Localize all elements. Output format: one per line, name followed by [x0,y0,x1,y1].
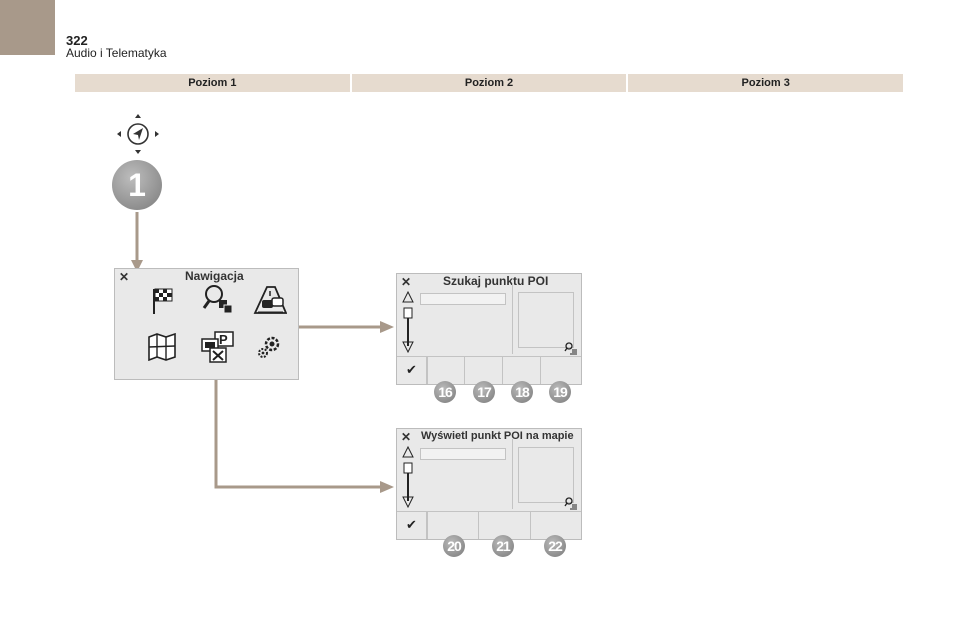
callout-badge: 20 [443,535,465,557]
soft-key-20[interactable] [427,511,479,539]
scroll-up-icon[interactable] [402,291,414,303]
check-icon: ✔ [406,517,417,532]
list-divider [512,439,513,509]
soft-key-16[interactable] [427,356,465,384]
map-preview [518,447,574,503]
level-header-bar: Poziom 1 Poziom 2 Poziom 3 [75,74,904,92]
map-preview [518,292,574,348]
section-title: Audio i Telematyka [66,46,167,60]
callout-badge: 22 [544,535,566,557]
ok-button[interactable]: ✔ [397,511,427,539]
search-input[interactable] [420,293,506,305]
poi-list-icon[interactable] [564,341,578,355]
soft-key-21[interactable] [479,511,531,539]
close-icon[interactable]: ✕ [119,270,130,284]
level-3-label: Poziom 3 [626,74,904,92]
page-number: 322 [66,33,88,48]
panel-title: Nawigacja [185,269,244,283]
traffic-icon[interactable] [253,285,287,315]
level-2-label: Poziom 2 [349,74,627,92]
settings-gears-icon[interactable] [257,335,283,359]
scroll-up-icon[interactable] [402,446,414,458]
map-icon[interactable] [147,333,177,361]
svg-text:P: P [219,332,228,347]
check-icon: ✔ [406,362,417,377]
callout-badge: 16 [434,381,456,403]
panel-title: Szukaj punktu POI [443,274,549,288]
soft-key-22[interactable] [531,511,581,539]
scroll-down-icon[interactable] [402,341,414,353]
navigation-menu-panel: ✕ Nawigacja [114,268,299,380]
scroll-down-icon[interactable] [402,496,414,508]
callout-badge: 18 [511,381,533,403]
close-icon[interactable]: ✕ [401,430,412,444]
callout-badge: 19 [549,381,571,403]
show-poi-on-map-panel: ✕ Wyświetl punkt POI na mapie ✔ [396,428,582,540]
callout-badge: 21 [492,535,514,557]
soft-key-18[interactable] [503,356,541,384]
poi-list-icon[interactable] [564,496,578,510]
search-poi-panel: ✕ Szukaj punktu POI ✔ [396,273,582,385]
step-badge: 1 [112,160,162,210]
soft-key-17[interactable] [465,356,503,384]
corner-tab [0,0,55,55]
soft-key-19[interactable] [541,356,581,384]
list-divider [512,284,513,354]
checkered-flag-icon[interactable] [151,287,175,315]
close-icon[interactable]: ✕ [401,275,412,289]
panel-title: Wyświetl punkt POI na mapie [421,430,574,442]
search-input[interactable] [420,448,506,460]
navigation-joystick-icon [114,112,162,156]
search-poi-icon[interactable] [202,283,236,317]
scrollbar[interactable] [403,307,413,347]
callout-badge: 17 [473,381,495,403]
level-1-label: Poziom 1 [75,74,350,92]
poi-category-icon[interactable]: P [201,331,235,363]
ok-button[interactable]: ✔ [397,356,427,384]
scrollbar[interactable] [403,462,413,502]
